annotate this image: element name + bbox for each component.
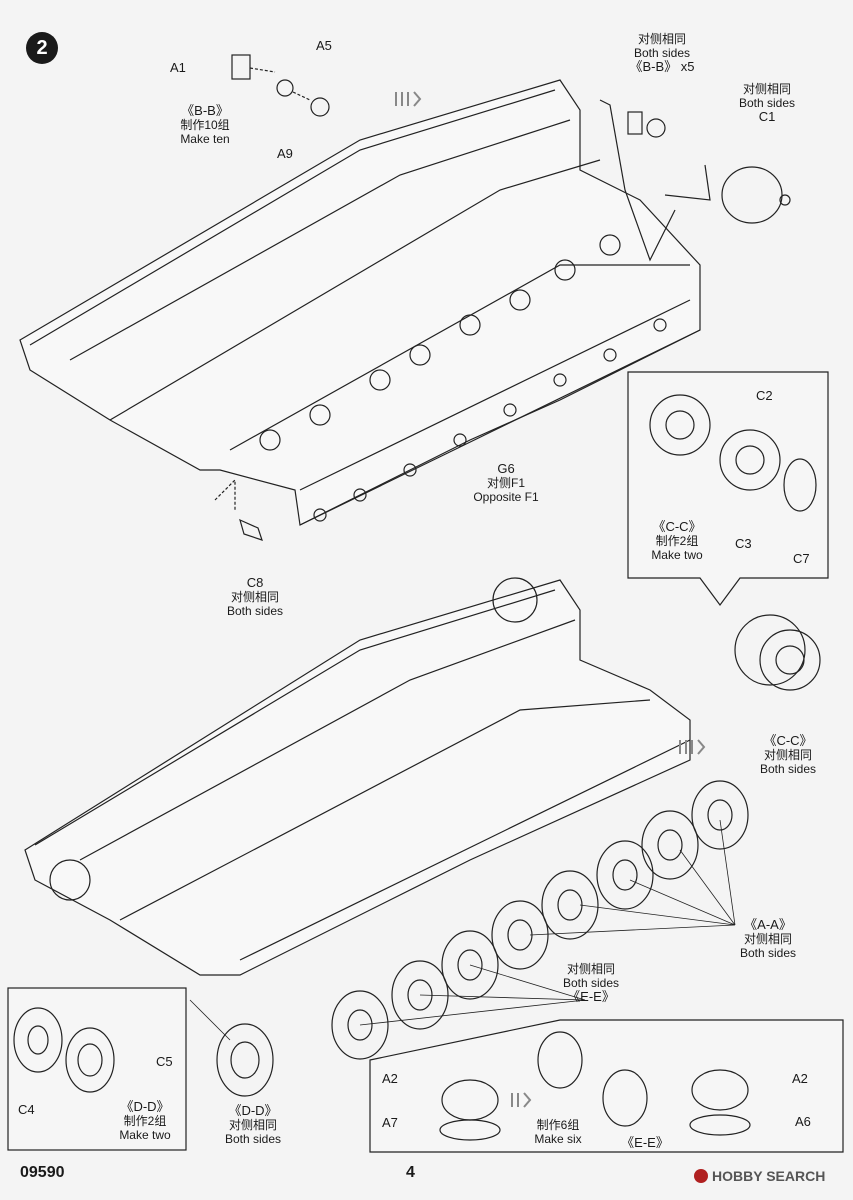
c1-drawing — [664, 164, 791, 224]
cc-inset-cn: 制作2组 — [655, 534, 699, 548]
page-number: 4 — [406, 1164, 415, 1181]
bb-top-code: 《B-B》 — [181, 103, 229, 118]
bb-parts-drawing — [231, 54, 330, 117]
bb-top-callout: 《B-B》 制作10组 Make ten — [170, 103, 240, 147]
ee-mid-callout: 对侧相同 Both sides 《E-E》 — [553, 962, 629, 1004]
g6-part: G6 — [497, 461, 515, 476]
cc-inset-callout: 《C-C》 制作2组 Make two — [642, 519, 712, 563]
bb-side-code: 《B-B》 x5 — [629, 59, 695, 74]
g6-callout: G6 对侧F1 Opposite F1 — [466, 461, 546, 505]
bb-side-callout: 对侧相同 Both sides 《B-B》 x5 — [622, 32, 702, 74]
ee-inset-en: Make six — [534, 1132, 582, 1146]
bb-side-drawing — [599, 99, 676, 262]
part-c3-label: C3 — [735, 536, 752, 551]
motion-arrows — [395, 91, 706, 1108]
cc-side-code: 《C-C》 — [763, 733, 813, 748]
cc-inset-drawing — [649, 394, 817, 512]
part-c7-label: C7 — [793, 551, 810, 566]
upper-wheel-arms — [259, 234, 621, 451]
cc-inset-en: Make two — [651, 548, 703, 562]
dd-side-callout: 《D-D》 对侧相同 Both sides — [215, 1103, 291, 1147]
part-a7-label: A7 — [382, 1115, 398, 1130]
c8-en: Both sides — [226, 604, 284, 618]
watermark-logo-icon — [694, 1169, 708, 1183]
dd-inset-cn: 制作2组 — [123, 1114, 167, 1128]
part-c2-label: C2 — [756, 388, 773, 403]
part-a1-label: A1 — [170, 60, 186, 75]
part-c4-label: C4 — [18, 1102, 35, 1117]
c1-callout: 对侧相同 Both sides C1 — [732, 82, 802, 124]
lower-hull-drawing — [24, 577, 691, 976]
product-code: 09590 — [20, 1164, 65, 1181]
dd-side-code: 《D-D》 — [228, 1103, 278, 1118]
ee-inset-drawing — [439, 1031, 751, 1141]
g6-cn: 对侧F1 — [486, 476, 525, 490]
aa-en: Both sides — [739, 946, 797, 960]
cc-side-callout: 《C-C》 对侧相同 Both sides — [748, 733, 828, 777]
aa-code: 《A-A》 — [744, 917, 792, 932]
cc-side-drawing — [734, 614, 821, 691]
aa-cn: 对侧相同 — [743, 932, 792, 946]
cc-side-en: Both sides — [759, 762, 817, 776]
dd-inset-code: 《D-D》 — [120, 1099, 170, 1114]
ee-inset-code: 《E-E》 — [621, 1135, 669, 1150]
ee-inset-cn: 制作6组 — [536, 1118, 580, 1132]
c8-cn: 对侧相同 — [230, 590, 279, 604]
ee-mid-en: Both sides — [562, 976, 620, 990]
dd-side-cn: 对侧相同 — [228, 1118, 277, 1132]
upper-hull-drawing — [19, 79, 701, 526]
dd-inset-callout: 《D-D》 制作2组 Make two — [110, 1099, 180, 1143]
dd-inset-en: Make two — [119, 1128, 171, 1142]
cc-inset-box — [627, 371, 829, 607]
part-a5-label: A5 — [316, 38, 332, 53]
dd-inset-drawing — [13, 1007, 115, 1093]
upper-hull-holes — [313, 318, 667, 522]
leader-lines — [189, 819, 736, 1041]
dd-side-en: Both sides — [224, 1132, 282, 1146]
ee-mid-code: 《E-E》 — [567, 989, 615, 1004]
part-a2-left-label: A2 — [382, 1071, 398, 1086]
ee-mid-cn: 对侧相同 — [566, 962, 615, 976]
ee-inset-callout-cn-en: 制作6组 Make six — [528, 1118, 588, 1146]
part-c5-label: C5 — [156, 1054, 173, 1069]
watermark: HOBBY SEARCH — [694, 1168, 825, 1184]
c8-callout: C8 对侧相同 Both sides — [218, 575, 292, 619]
c1-part: C1 — [758, 109, 776, 124]
ee-inset-box — [369, 1019, 844, 1153]
g6-en: Opposite F1 — [473, 490, 539, 504]
cc-side-cn: 对侧相同 — [763, 748, 812, 762]
bb-side-en: Both sides — [633, 46, 691, 60]
part-a2-right-label: A2 — [792, 1071, 808, 1086]
step-number: 2 — [26, 32, 58, 64]
c1-cn: 对侧相同 — [742, 82, 791, 96]
bb-top-en: Make ten — [180, 132, 230, 146]
part-a9-label: A9 — [277, 146, 293, 161]
cc-inset-code: 《C-C》 — [652, 519, 702, 534]
bb-side-cn: 对侧相同 — [637, 32, 686, 46]
c8-drawing — [214, 478, 263, 541]
bb-top-cn: 制作10组 — [180, 118, 230, 132]
c1-en: Both sides — [738, 96, 796, 110]
dd-inset-box — [7, 987, 187, 1151]
dd-side-drawing — [216, 1023, 274, 1097]
road-wheels-drawing — [331, 780, 749, 1060]
c8-part: C8 — [246, 575, 264, 590]
part-a6-label: A6 — [795, 1114, 811, 1129]
aa-callout: 《A-A》 对侧相同 Both sides — [730, 917, 806, 961]
watermark-text: HOBBY SEARCH — [712, 1168, 826, 1184]
